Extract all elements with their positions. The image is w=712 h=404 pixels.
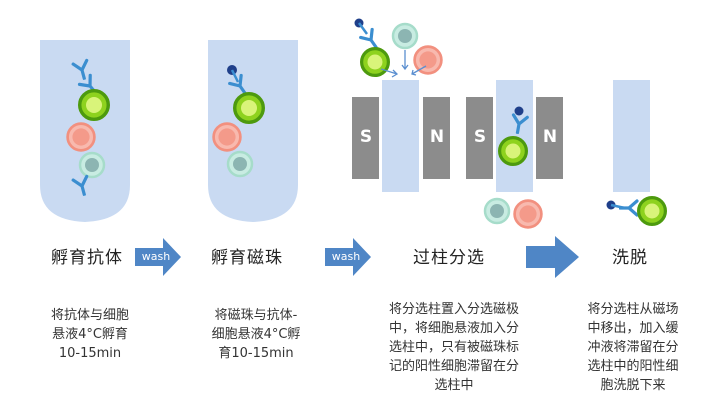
magnet-n-right	[536, 97, 563, 179]
tube-1	[40, 40, 130, 222]
positive-cell-icon	[78, 89, 110, 121]
negative-cell-icon	[66, 122, 96, 152]
magnet-label-n: N	[429, 127, 445, 147]
negative-cell-icon	[78, 151, 106, 179]
magnet-s-right	[466, 97, 493, 179]
tube-2	[208, 40, 298, 222]
wash-label: wash	[141, 250, 171, 263]
positive-cell-icon	[637, 196, 667, 226]
step-title-elution: 洗脱	[612, 248, 648, 268]
magnet-n-left	[423, 97, 450, 179]
negative-cell-icon	[483, 197, 511, 225]
step-desc-4: 将分选柱从磁场 中移出，加入缓 冲液将滞留在分 选柱中的阳性细 胞洗脱下来	[587, 302, 679, 393]
magnet-label-n: N	[542, 127, 558, 147]
negative-cell-icon	[513, 199, 543, 229]
negative-cell-icon	[226, 150, 254, 178]
wash-arrow-2	[325, 238, 371, 276]
wash-arrow-1	[135, 238, 181, 276]
step-desc-2: 将磁珠与抗体- 细胞悬液4°C孵 育10-15min	[211, 308, 301, 361]
magnetic-bead-icon	[514, 106, 524, 116]
positive-cell-icon	[233, 92, 265, 124]
column-tube-2	[496, 80, 533, 192]
negative-cell-icon	[391, 22, 419, 50]
elution-column	[606, 80, 667, 226]
step-desc-1: 将抗体与细胞 悬液4°C孵育 10-15min	[50, 308, 129, 361]
step-title-incubate-beads: 孵育磁珠	[211, 248, 283, 268]
negative-cell-icon	[413, 45, 443, 75]
column-tube-3	[613, 80, 650, 192]
positive-cell-icon	[498, 136, 528, 166]
separation-column-2	[466, 80, 563, 192]
step-title-column-separation: 过柱分选	[413, 248, 485, 268]
wash-label: wash	[331, 250, 361, 263]
negative-cell-icon	[212, 122, 242, 152]
column-tube-1	[382, 80, 419, 192]
step-desc-3: 将分选柱置入分选磁极 中，将细胞悬液加入分 选柱中，只有被磁珠标 记的阳性细胞滞…	[388, 302, 519, 393]
flow-through-cells	[483, 197, 543, 229]
separation-column-1	[352, 80, 450, 192]
positive-cell-icon	[360, 47, 390, 77]
magnet-label-s: S	[473, 127, 487, 147]
magnet-label-s: S	[359, 127, 373, 147]
process-arrow-3	[526, 236, 579, 278]
magnet-s-left	[352, 97, 379, 179]
incoming-cells	[354, 18, 443, 78]
step-title-incubate-antibody: 孵育抗体	[51, 248, 123, 268]
